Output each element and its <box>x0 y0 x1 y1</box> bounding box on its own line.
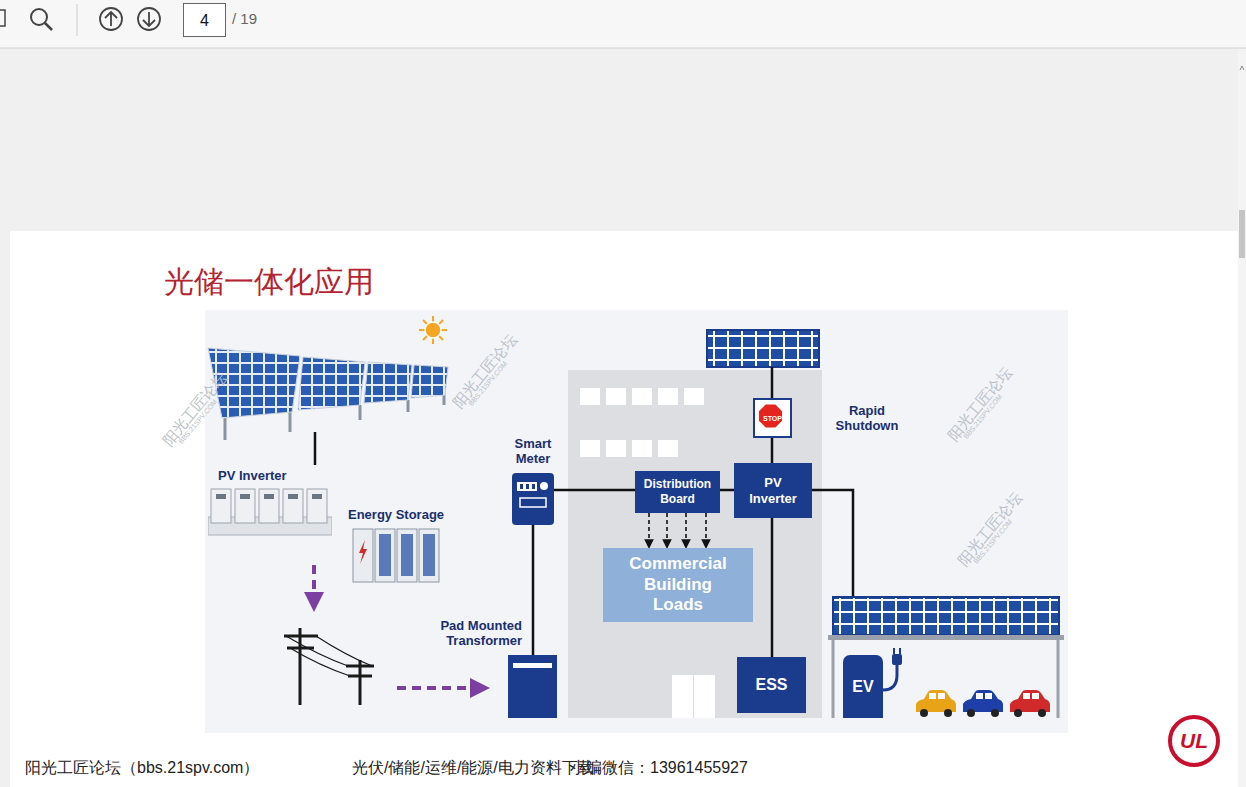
ul-logo <box>1170 717 1218 765</box>
energy-storage-illustration-art <box>352 528 442 583</box>
prev-page-icon <box>100 8 122 30</box>
pad-mounted-transformer: Pad Mounted Transformer <box>508 655 557 718</box>
load-flow-arrow <box>648 513 650 548</box>
distribution-board: Distribution Board <box>635 471 720 513</box>
page-input <box>184 4 226 37</box>
rapid-shutdown-label: Rapid Shutdown <box>830 404 904 434</box>
next-page-icon <box>138 8 160 30</box>
building-loads-box: Commercial Building Loads <box>603 548 753 622</box>
commercial-building <box>568 370 822 718</box>
diagram-ground <box>205 310 1068 733</box>
page-number: 4 <box>184 4 225 37</box>
dc-wire <box>812 490 853 597</box>
pv-inverter-illustration-art <box>208 487 332 537</box>
node-label: EV <box>852 678 873 696</box>
watermark: 阳光工匠论坛 <box>449 331 521 412</box>
pv-inverter-illustration: PV Inverter <box>208 487 332 537</box>
load-flow-arrow <box>666 513 668 548</box>
pv-inverter-box: PV Inverter <box>734 463 812 518</box>
dc-wire <box>771 367 774 400</box>
ac-wire <box>554 489 635 492</box>
ac-wire <box>532 525 535 655</box>
page-count: / 19 <box>232 10 257 27</box>
load-flow-arrow <box>705 513 707 548</box>
node-label: STOP <box>763 415 782 422</box>
toolbar <box>0 0 1246 48</box>
rapid-shutdown-device: STOP <box>753 398 792 438</box>
energy-storage-illustration: Energy Storage <box>352 528 442 583</box>
car <box>916 690 956 717</box>
watermark: 阳光工匠论坛 <box>954 489 1026 570</box>
pv-wire <box>314 432 317 465</box>
scrollbar-thumb <box>1239 210 1245 258</box>
power-flow-arrow <box>312 565 316 608</box>
ul-logo-text: UL <box>1176 727 1212 755</box>
watermark: 阳光工匠论坛 <box>159 369 231 450</box>
node-label: PV Inverter <box>218 469 287 484</box>
ac-wire <box>720 489 734 492</box>
utility-poles <box>284 628 374 705</box>
node-label: Smart Meter <box>498 437 568 467</box>
load-flow-arrow <box>685 513 687 548</box>
slide-title: 光储一体化应用 <box>164 262 374 303</box>
footer-text: 光伏/储能/运维/能源/电力资料下载 <box>352 758 594 779</box>
footer-text: 小编微信：13961455927 <box>570 758 748 779</box>
smart-meter: Smart Meter <box>512 473 554 525</box>
carport-roof <box>828 635 1064 640</box>
ac-wire <box>771 438 774 463</box>
car <box>1010 690 1050 717</box>
ev-plug <box>892 654 902 665</box>
search-icon <box>31 9 47 25</box>
power-flow-arrow <box>397 686 486 690</box>
ev-cable <box>883 664 897 690</box>
watermark: 阳光工匠论坛 <box>944 364 1016 445</box>
node-label: ESS <box>755 676 787 694</box>
pv-array <box>208 348 448 440</box>
carport-pv-panel <box>833 597 1059 635</box>
footer-text: 阳光工匠论坛（bbs.21spv.com） <box>25 758 259 779</box>
ev-charger: EV <box>843 655 883 718</box>
node-label: Distribution Board <box>639 477 716 507</box>
smart-meter-art <box>512 473 554 525</box>
node-label: PV Inverter <box>742 475 804 506</box>
node-label: Pad Mounted Transformer <box>426 619 522 649</box>
node-label: Energy Storage <box>348 508 444 523</box>
sun <box>419 316 447 344</box>
car <box>963 690 1003 717</box>
ac-wire <box>771 518 774 657</box>
node-label: Commercial Building Loads <box>621 554 735 615</box>
rooftop-pv-panel <box>707 330 819 367</box>
slide <box>10 231 1238 787</box>
ess-box: ESS <box>737 657 806 713</box>
pad-mounted-transformer-art <box>508 655 557 718</box>
